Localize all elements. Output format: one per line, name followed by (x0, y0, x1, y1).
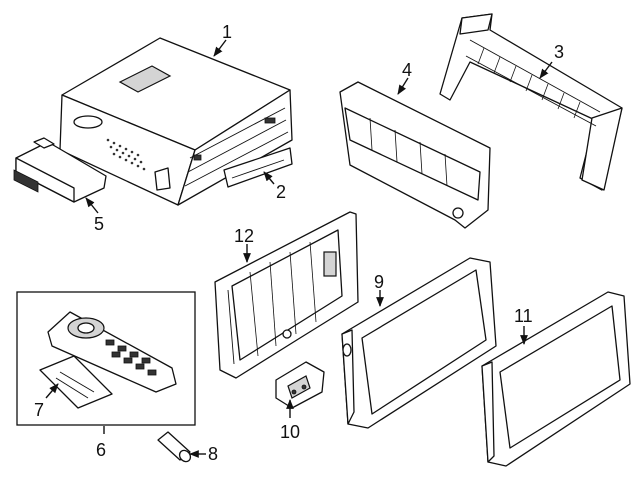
part-12-display-housing (214, 211, 359, 379)
part-6-remote-control (47, 311, 177, 393)
callout-10: 10 (280, 422, 300, 442)
part-9-display-screen (341, 257, 497, 429)
callout-3: 3 (554, 42, 564, 62)
ventilation-holes (106, 138, 146, 171)
part-11-display-bezel (481, 291, 631, 467)
part-6-kit-box (16, 291, 196, 426)
part-4-mounting-bracket (339, 81, 491, 229)
leader-3 (539, 61, 553, 79)
part-1-radio-unit (59, 37, 293, 206)
callout-5: 5 (94, 214, 104, 234)
leader-2 (263, 171, 275, 185)
part-7-battery-cover (39, 355, 113, 409)
callout-1: 1 (222, 22, 232, 42)
leader-lines (45, 39, 553, 458)
callout-6: 6 (96, 440, 106, 460)
callout-9: 9 (374, 272, 384, 292)
part-2-trim-plate (223, 147, 293, 188)
callout-11: 11 (514, 306, 533, 326)
callout-2: 2 (276, 182, 286, 202)
leader-1 (213, 39, 227, 57)
callouts: 1 2 3 4 5 6 7 8 9 10 11 12 (34, 22, 564, 464)
part-5-control-module (13, 137, 107, 203)
part-3-mounting-bracket (439, 13, 623, 191)
part-10-connector (275, 361, 325, 409)
callout-12: 12 (234, 226, 254, 246)
callout-8: 8 (208, 444, 218, 464)
callout-4: 4 (402, 60, 412, 80)
part-8-battery (157, 431, 192, 463)
callout-7: 7 (34, 400, 44, 420)
leader-4 (397, 77, 409, 95)
leader-5 (85, 197, 99, 214)
leader-7 (45, 383, 59, 399)
